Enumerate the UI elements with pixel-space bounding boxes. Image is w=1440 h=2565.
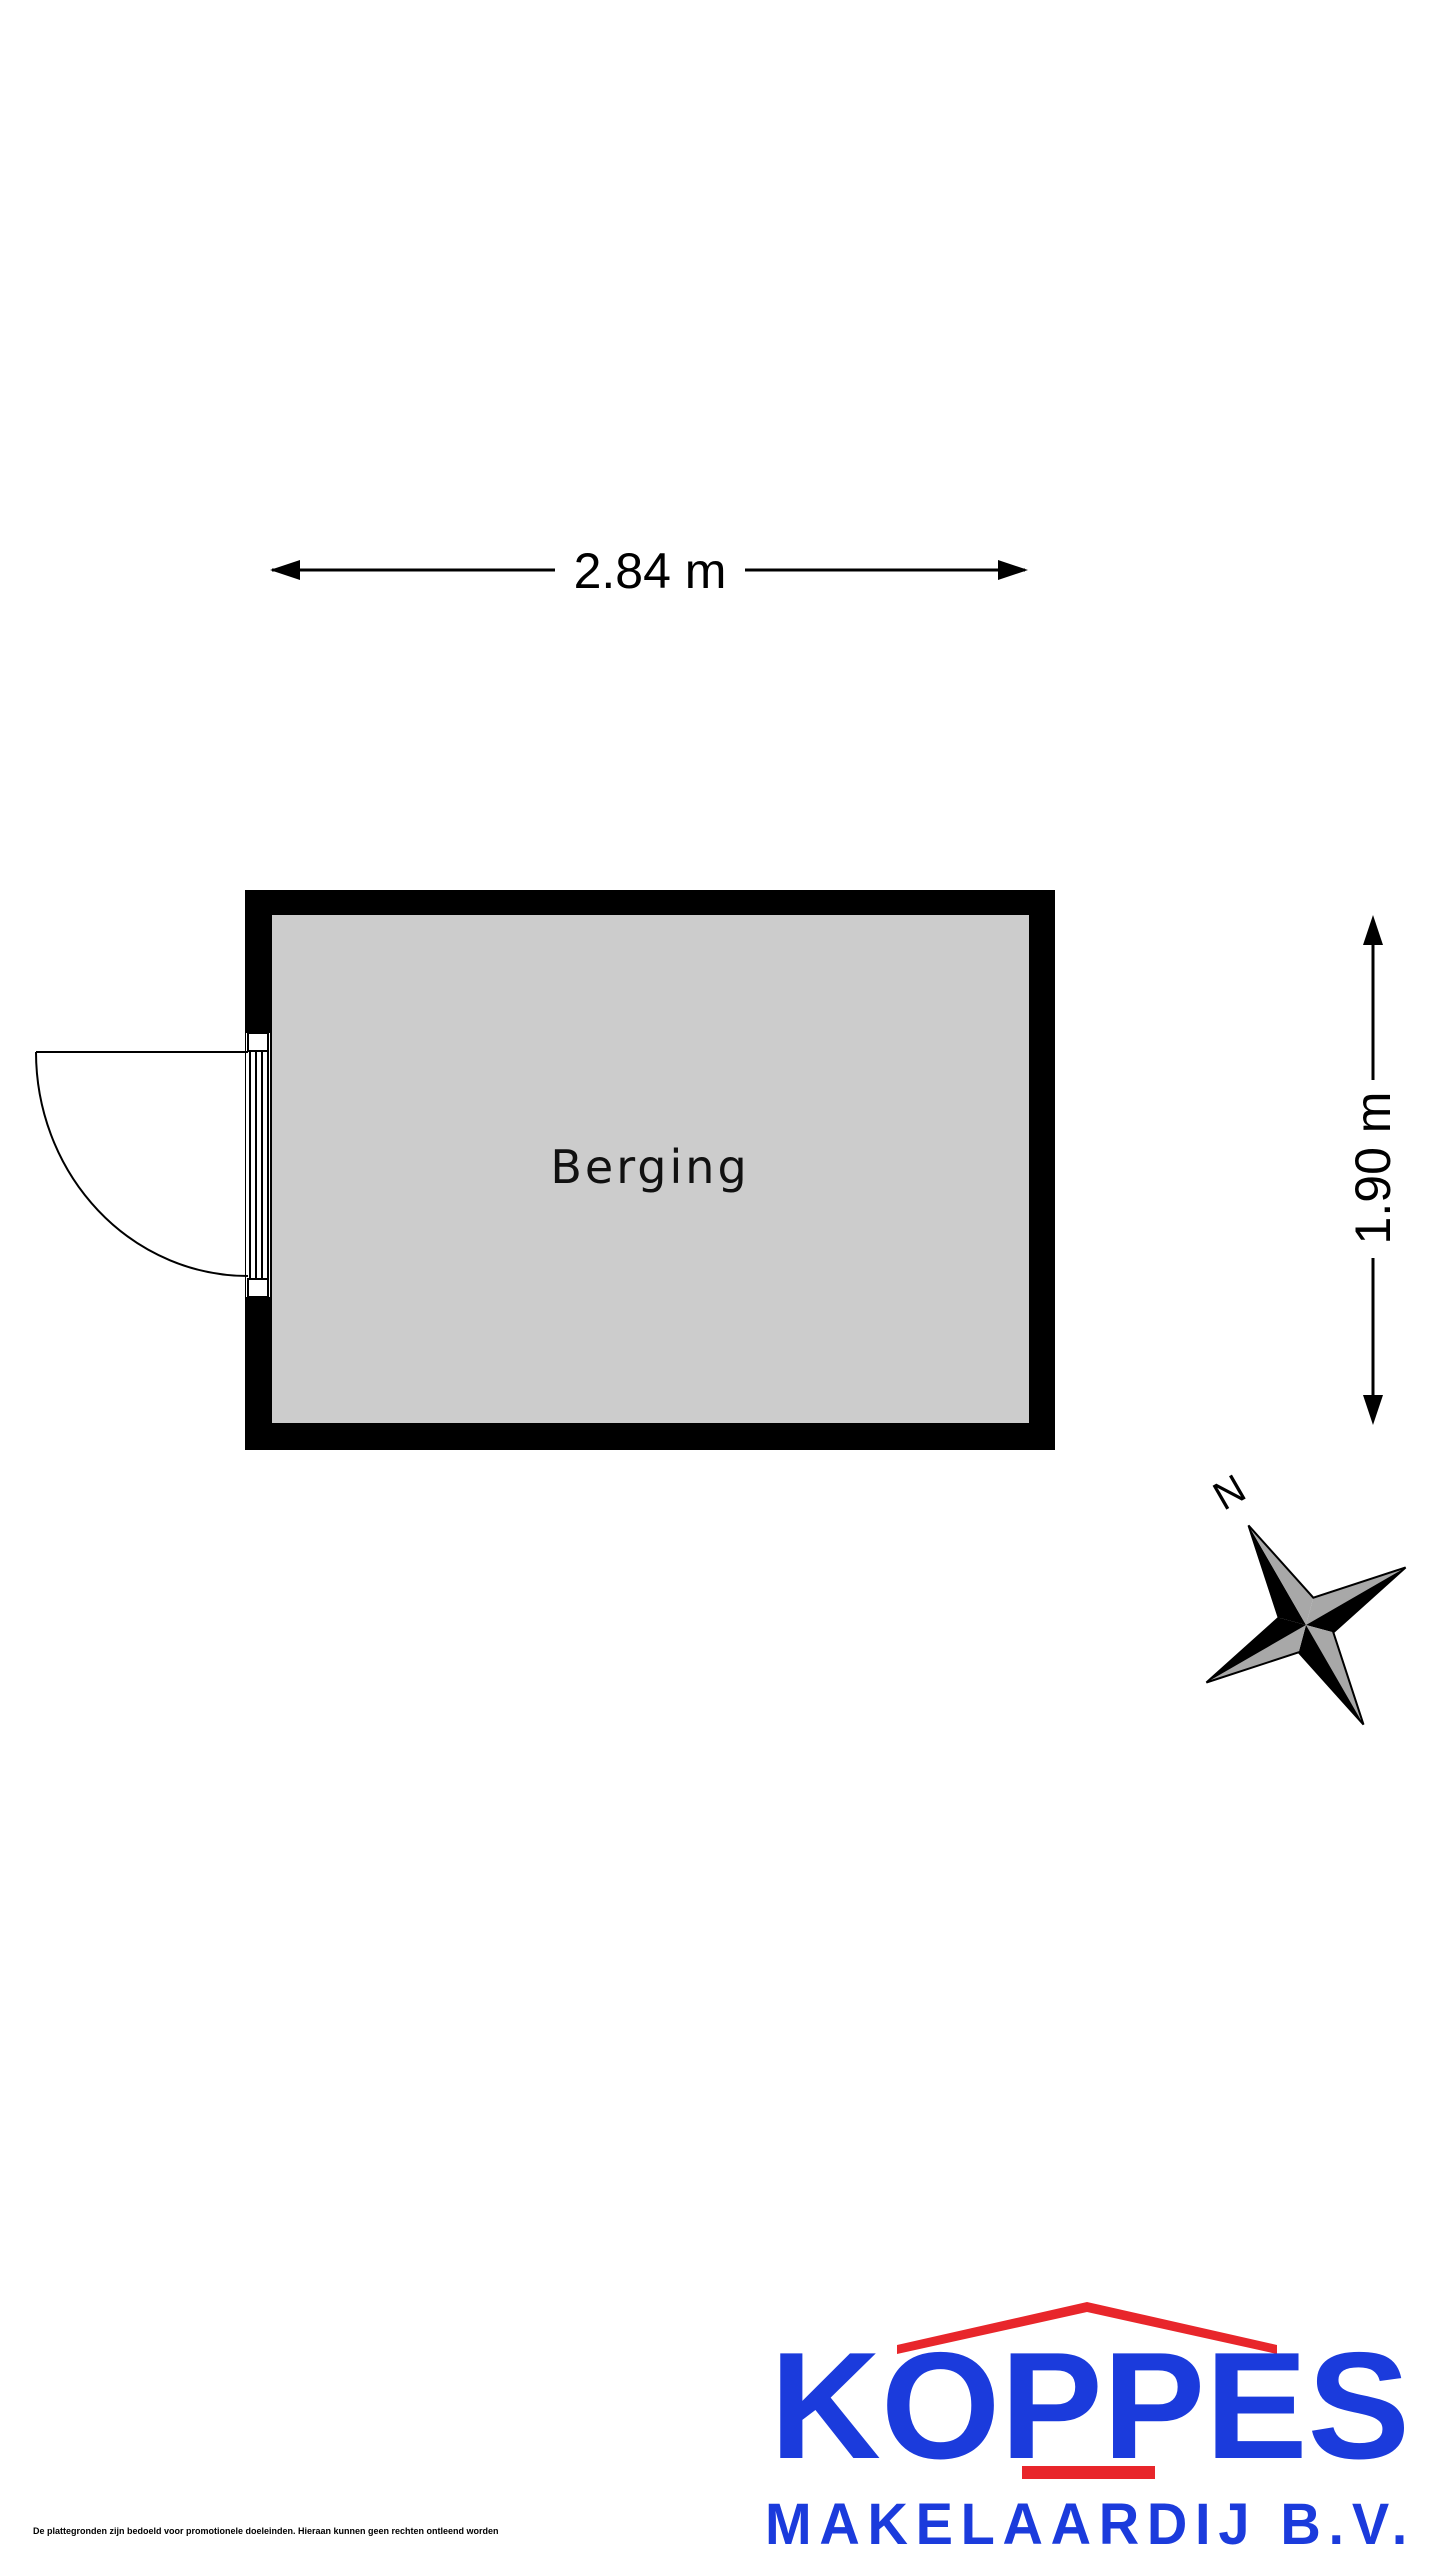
brand-name: KOPPES — [770, 2321, 1410, 2491]
north-label: N — [1206, 1466, 1253, 1519]
width-dimension: 2.84 m — [270, 543, 1028, 599]
brand-subtitle: MAKELAARDIJ B.V. — [765, 2492, 1415, 2557]
door — [35, 1032, 270, 1298]
door-jamb-bottom — [247, 1278, 269, 1298]
room-berging: Berging — [245, 890, 1055, 1450]
height-dimension: 1.90 m — [1345, 915, 1401, 1425]
height-label: 1.90 m — [1345, 1092, 1401, 1245]
koppes-logo: KOPPES MAKELAARDIJ B.V. — [765, 2302, 1415, 2557]
width-label: 2.84 m — [574, 543, 727, 599]
arrow-right-icon — [998, 560, 1028, 580]
compass: N — [1205, 1466, 1407, 1726]
disclaimer-text: De plattegronden zijn bedoeld voor promo… — [33, 2526, 499, 2536]
arrow-up-icon — [1363, 915, 1383, 945]
room-floor — [272, 915, 1029, 1423]
logo-roof-icon — [897, 2302, 1277, 2354]
door-jamb-top — [247, 1032, 269, 1052]
arrow-left-icon — [270, 560, 300, 580]
logo-underline — [1022, 2466, 1155, 2479]
door-swing-arc — [35, 1051, 249, 1277]
compass-rose-icon — [1205, 1524, 1407, 1726]
room-label: Berging — [550, 1140, 749, 1194]
arrow-down-icon — [1363, 1395, 1383, 1425]
